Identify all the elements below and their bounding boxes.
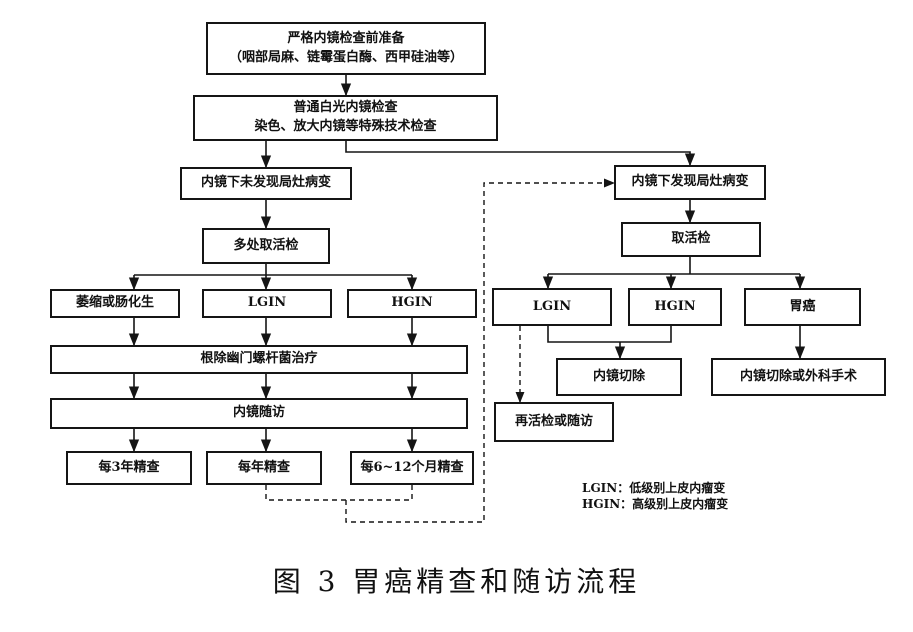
hgin-right-box: HGIN bbox=[628, 288, 722, 326]
followup-label: 内镜随访 bbox=[232, 405, 285, 421]
prep-box: 严格内镜检查前准备 （咽部局麻、链霉蛋白酶、西甲硅油等） bbox=[206, 22, 486, 75]
no-lesion-box: 内镜下未发现局灶病变 bbox=[180, 167, 352, 200]
lgin-right-box: LGIN bbox=[492, 288, 612, 326]
dashed-loop-return bbox=[345, 178, 616, 523]
endo-resection-box: 内镜切除 bbox=[556, 358, 682, 396]
endo-resection-label: 内镜切除 bbox=[592, 368, 645, 384]
gastric-cancer-box: 胃癌 bbox=[744, 288, 861, 326]
endo-or-surgery-label: 内镜切除或外科手术 bbox=[739, 368, 857, 384]
multi-biopsy-box: 多处取活检 bbox=[202, 228, 330, 264]
lgin-left-label: LGIN bbox=[247, 295, 287, 311]
arrow-to-lesion-found bbox=[345, 141, 696, 167]
atrophy-box: 萎缩或肠化生 bbox=[50, 289, 180, 318]
rebiopsy-label: 再活检或随访 bbox=[514, 413, 593, 429]
every-6-12-months-box: 每6~12个月精查 bbox=[350, 451, 474, 485]
yearly-box: 每年精查 bbox=[206, 451, 322, 485]
followup-box: 内镜随访 bbox=[50, 398, 468, 429]
biopsy-label: 取活检 bbox=[671, 231, 711, 247]
white-light-box: 普通白光内镜检查 染色、放大内镜等特殊技术检查 bbox=[193, 95, 498, 141]
rebiopsy-box: 再活检或随访 bbox=[494, 402, 614, 442]
prep-detail: （咽部局麻、链霉蛋白酶、西甲硅油等） bbox=[228, 49, 463, 65]
dashed-loop-yearly bbox=[265, 485, 413, 501]
hgin-right-label: HGIN bbox=[654, 298, 696, 314]
every-3-years-box: 每3年精查 bbox=[66, 451, 192, 485]
lesion-found-label: 内镜下发现局灶病变 bbox=[631, 174, 749, 190]
abbreviation-legend: LGIN：低级别上皮内瘤变 HGIN：高级别上皮内瘤变 bbox=[582, 480, 728, 512]
lgin-right-label: LGIN bbox=[532, 298, 572, 314]
gastric-cancer-label: 胃癌 bbox=[789, 298, 816, 314]
arrow-to-endo-resection bbox=[547, 326, 672, 343]
yearly-label: 每年精查 bbox=[237, 459, 290, 475]
every-3-years-label: 每3年精查 bbox=[98, 459, 160, 475]
special-techniques-label: 染色、放大内镜等特殊技术检查 bbox=[254, 119, 437, 134]
hp-eradication-box: 根除幽门螺杆菌治疗 bbox=[50, 345, 468, 374]
legend-lgin: LGIN：低级别上皮内瘤变 bbox=[582, 481, 726, 495]
white-light-title: 普通白光内镜检查 bbox=[293, 100, 398, 116]
hp-eradication-label: 根除幽门螺杆菌治疗 bbox=[200, 351, 318, 367]
lgin-left-box: LGIN bbox=[202, 289, 332, 318]
hgin-left-label: HGIN bbox=[391, 295, 433, 311]
atrophy-label: 萎缩或肠化生 bbox=[75, 295, 154, 311]
multi-biopsy-label: 多处取活检 bbox=[233, 237, 299, 253]
figure-caption: 图 3 胃癌精查和随访流程 bbox=[272, 565, 641, 598]
lesion-found-box: 内镜下发现局灶病变 bbox=[614, 165, 766, 200]
hgin-left-box: HGIN bbox=[347, 289, 477, 318]
no-lesion-label: 内镜下未发现局灶病变 bbox=[200, 175, 331, 191]
every-6-12-months-label: 每6~12个月精查 bbox=[360, 459, 464, 475]
prep-title: 严格内镜检查前准备 bbox=[287, 30, 405, 46]
biopsy-box: 取活检 bbox=[621, 222, 761, 257]
legend-hgin: HGIN：高级别上皮内瘤变 bbox=[582, 497, 729, 512]
endo-or-surgery-box: 内镜切除或外科手术 bbox=[711, 358, 886, 396]
